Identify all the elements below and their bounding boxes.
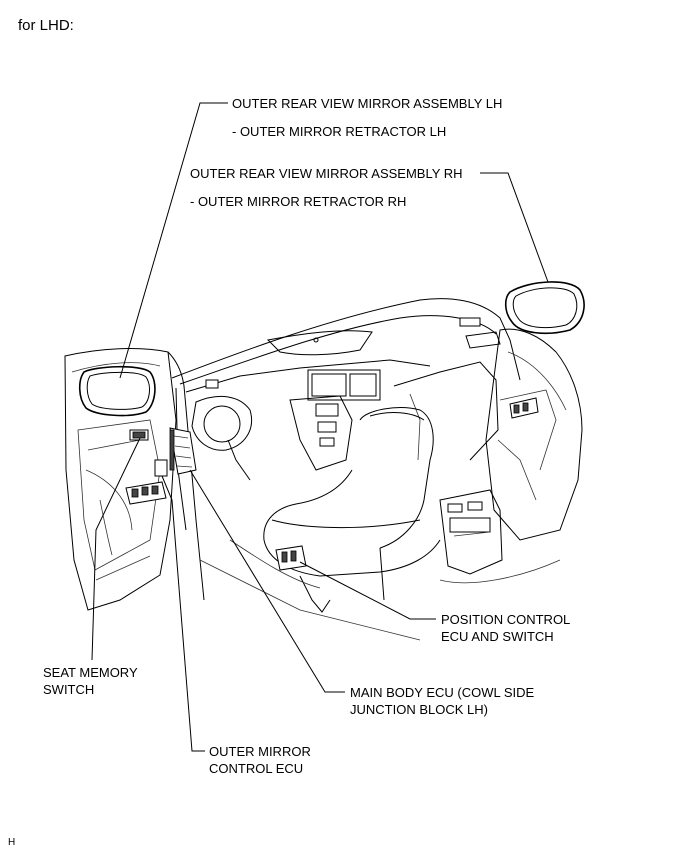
rear-console <box>439 489 503 575</box>
right-door <box>485 328 583 541</box>
label-main-body-ecu-line1: MAIN BODY ECU (COWL SIDE <box>350 685 535 700</box>
driver-seat <box>263 407 441 613</box>
label-mirror-retractor-rh: - OUTER MIRROR RETRACTOR RH <box>190 194 407 209</box>
leader-mirror-ecu <box>161 475 205 752</box>
cowl-side-area <box>167 351 205 601</box>
leader-lines <box>91 102 549 752</box>
label-mirror-retractor-lh: - OUTER MIRROR RETRACTOR LH <box>232 124 447 139</box>
label-position-ecu-line1: POSITION CONTROL <box>441 612 571 627</box>
left-outer-mirror <box>78 365 156 417</box>
label-seat-memory-line2: SWITCH <box>43 682 95 697</box>
label-position-ecu-line2: ECU AND SWITCH <box>441 629 554 644</box>
leader-main-body-ecu <box>189 469 345 693</box>
leader-mirror-rh <box>480 172 549 283</box>
page-title: for LHD: <box>18 17 74 34</box>
leader-mirror-lh <box>119 102 228 379</box>
label-seat-memory-line1: SEAT MEMORY <box>43 665 138 680</box>
leader-position-ecu <box>299 561 436 620</box>
label-main-body-ecu-line2: JUNCTION BLOCK LH) <box>350 702 488 717</box>
right-outer-mirror <box>504 281 585 335</box>
door-switch-panel <box>125 429 168 505</box>
label-mirror-ecu-line1: OUTER MIRROR <box>209 744 311 759</box>
floor-lines <box>199 539 561 641</box>
leader-seat-memory <box>91 437 141 661</box>
dashboard <box>171 298 521 481</box>
label-mirror-assembly-rh: OUTER REAR VIEW MIRROR ASSEMBLY RH <box>190 166 463 181</box>
label-mirror-ecu-line2: CONTROL ECU <box>209 761 304 776</box>
label-mirror-assembly-lh: OUTER REAR VIEW MIRROR ASSEMBLY LH <box>232 96 503 111</box>
figure-code: H <box>8 837 16 848</box>
left-door <box>64 348 177 611</box>
